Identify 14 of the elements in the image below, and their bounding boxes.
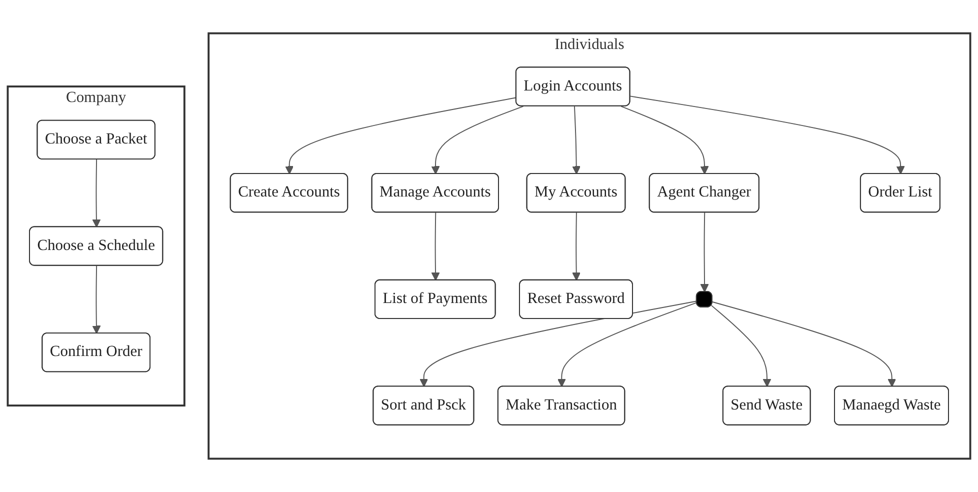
arrow — [710, 304, 772, 388]
arrow — [572, 212, 581, 281]
arrow — [285, 97, 517, 174]
arrow — [700, 212, 709, 292]
arrow — [630, 96, 905, 174]
arrow — [92, 265, 101, 334]
arrow — [572, 106, 581, 174]
arrow — [712, 301, 896, 388]
arrow — [431, 106, 524, 174]
arrow — [420, 300, 698, 388]
arrow — [92, 158, 101, 228]
arrow — [557, 302, 698, 388]
arrow — [431, 212, 440, 281]
arrow — [620, 106, 709, 174]
